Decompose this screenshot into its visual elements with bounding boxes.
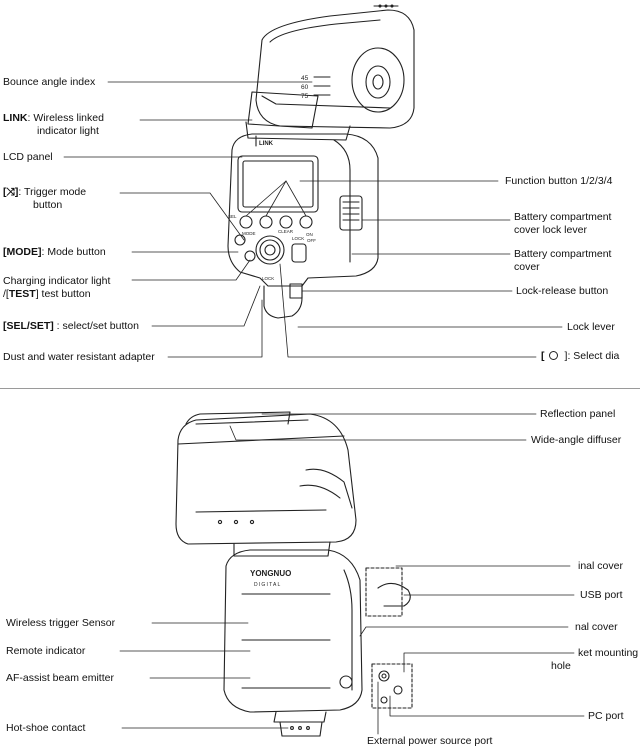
label-trigger-mode: [⤨]: Trigger mode	[3, 186, 86, 199]
device-link-text: LINK	[259, 141, 274, 147]
label-trigger-key: [⤨]	[3, 186, 19, 198]
label-function-button: Function button 1/2/3/4	[505, 175, 613, 187]
label-hot-shoe: Hot-shoe contact	[6, 722, 86, 734]
label-lcd-panel: LCD panel	[3, 151, 53, 163]
section-separator	[0, 388, 640, 389]
label-wireless-sensor: Wireless trigger Sensor	[6, 617, 116, 629]
label-link-desc-1: : Wireless linked	[27, 112, 104, 124]
label-battery-lock-1: Battery compartment	[514, 211, 612, 223]
label-mode-key: [MODE]	[3, 246, 42, 258]
label-external-power: External power source port	[367, 735, 493, 747]
label-af-assist: AF-assist beam emitter	[6, 672, 114, 684]
label-sel-set: [SEL/SET] : select/set button	[3, 320, 139, 333]
label-charging-1: Charging indicator light	[3, 275, 111, 287]
device-sel-text: SEL	[228, 214, 237, 219]
label-mounting-1: ket mounting	[578, 647, 639, 659]
device-lock-text: LOCK	[292, 236, 304, 241]
label-mounting-2: hole	[551, 660, 571, 672]
label-charging-key: TEST	[8, 288, 36, 300]
label-select-dial: [ ]: Select dia	[541, 350, 619, 363]
device-mode-text: MODE	[242, 231, 256, 236]
label-mode-desc: : Mode button	[41, 246, 106, 258]
label-link-desc-2: indicator light	[37, 125, 99, 137]
brand-sub-text: DIGITAL	[254, 582, 281, 588]
label-battery-lock-2: cover lock lever	[514, 224, 587, 236]
label-link: LINK: Wireless linked	[3, 112, 104, 125]
label-trigger-desc-2: button	[33, 199, 63, 211]
bottom-flash-drawing	[119, 411, 585, 737]
label-bounce-angle-index: Bounce angle index	[3, 76, 96, 88]
label-dust-water: Dust and water resistant adapter	[3, 351, 155, 363]
label-link-key: LINK	[3, 112, 28, 124]
label-charging-pre: /[	[3, 288, 9, 300]
label-charging-post: ] test button	[35, 288, 91, 300]
device-lock2-text: LOCK	[262, 276, 274, 281]
angle-45-text: 45	[301, 75, 309, 82]
label-pc-port: PC port	[588, 710, 624, 722]
label-wide-angle-diffuser: Wide-angle diffuser	[531, 434, 622, 446]
select-dial-icon	[548, 351, 558, 360]
label-lock-lever: Lock lever	[567, 321, 615, 333]
label-remote-indicator: Remote indicator	[6, 645, 86, 657]
label-battery-cover-2: cover	[514, 261, 540, 273]
label-reflection-panel: Reflection panel	[540, 408, 616, 420]
label-trigger-desc-1: : Trigger mode	[18, 186, 87, 198]
label-select-dial-pre: [	[541, 350, 545, 362]
brand-text: YONGNUO	[250, 569, 291, 578]
label-battery-cover-1: Battery compartment	[514, 248, 612, 260]
label-charging-2: /[TEST] test button	[3, 288, 91, 301]
label-terminal-cover-2: nal cover	[575, 621, 618, 633]
label-select-dial-post: ]: Select dia	[561, 350, 620, 362]
label-sel-key: [SEL/SET]	[3, 320, 54, 332]
label-sel-desc: : select/set button	[53, 320, 139, 332]
label-terminal-cover-1: inal cover	[578, 560, 623, 572]
top-flash-drawing	[63, 4, 563, 358]
device-on-text: ON	[306, 232, 313, 237]
label-mode-button: [MODE]: Mode button	[3, 246, 106, 259]
angle-60-text: 60	[301, 84, 309, 91]
device-off-text: OFF	[307, 238, 316, 243]
angle-75-text: 75	[301, 93, 309, 100]
label-lock-release: Lock-release button	[516, 285, 609, 297]
device-clear-text: CLEAR	[278, 229, 294, 234]
label-usb-port: USB port	[580, 589, 623, 601]
